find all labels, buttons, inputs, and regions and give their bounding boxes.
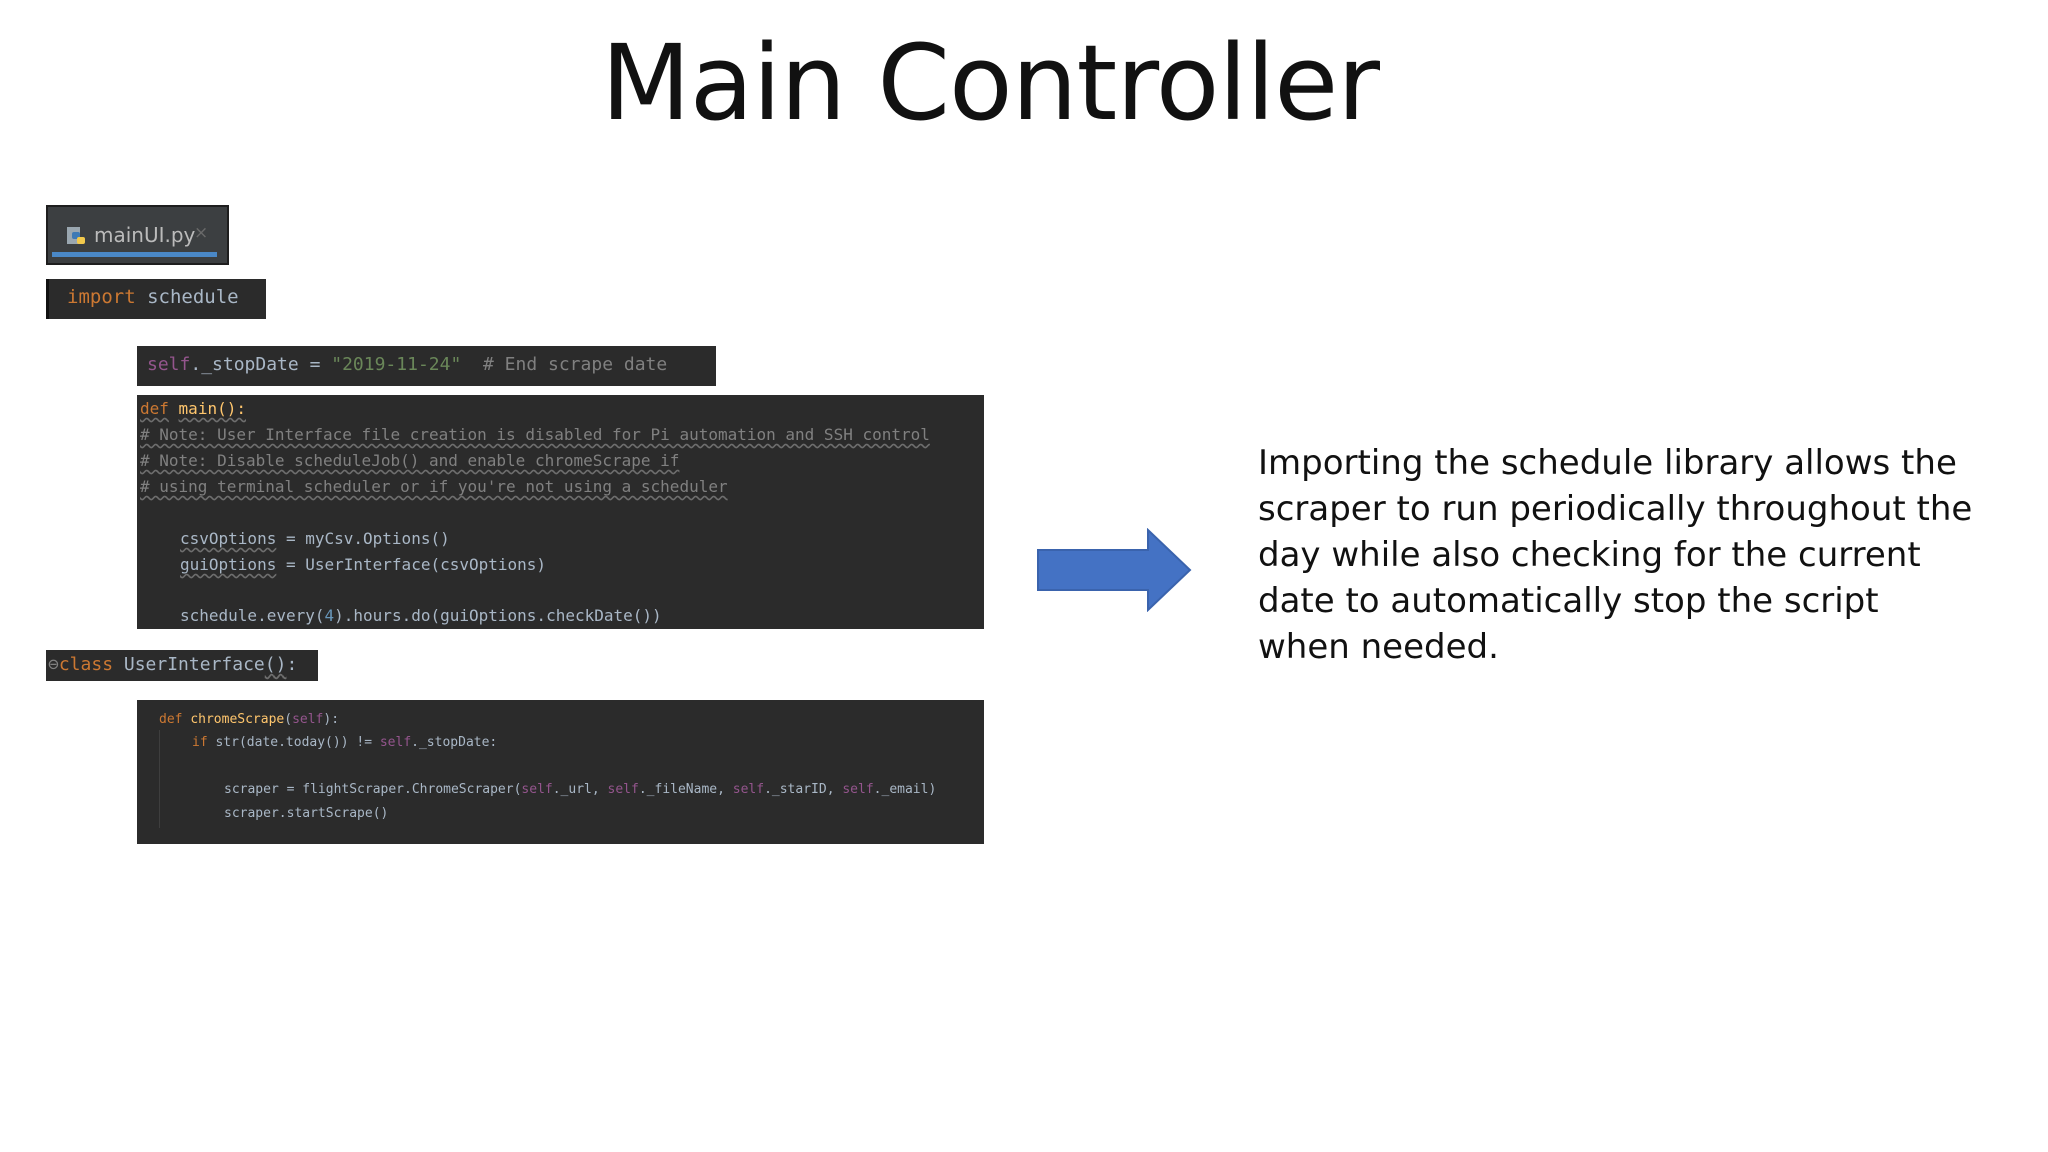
main-function-snippet: def main(): # Note: User Interface file … — [137, 395, 984, 629]
self-4: self — [842, 782, 874, 797]
arg-1: ._url, — [552, 782, 608, 797]
scraper-assign: scraper = flightScraper.ChromeScraper( — [224, 782, 522, 797]
schedule-call-a: schedule.every( — [180, 606, 325, 625]
gui-options-var: guiOptions — [180, 555, 277, 574]
csv-options-var: csvOptions — [180, 529, 277, 548]
comment-line-3: # using terminal scheduler or if you're … — [140, 477, 728, 496]
import-snippet: import schedule — [46, 279, 266, 319]
if-attr: ._stopDate: — [411, 735, 498, 750]
import-module: schedule — [147, 286, 239, 308]
def-keyword: def — [140, 399, 169, 418]
stopdate-attr: ._stopDate = — [190, 354, 332, 375]
slide-title: Main Controller — [601, 22, 1380, 144]
class-snippet: ⊖class UserInterface(): — [46, 650, 318, 681]
chrome-self-param: self — [292, 712, 324, 727]
self-token: self — [147, 354, 191, 375]
schedule-hours-number: 4 — [324, 606, 335, 625]
chrome-close: ): — [323, 712, 340, 727]
class-colon: : — [286, 654, 298, 675]
python-file-icon — [67, 227, 85, 244]
self-1: self — [521, 782, 553, 797]
stopdate-comment: # End scrape date — [482, 354, 668, 375]
class-keyword: class — [58, 654, 114, 675]
stopdate-value: "2019-11-24" — [331, 354, 462, 375]
chrome-open-paren: ( — [284, 712, 293, 727]
self-2: self — [607, 782, 639, 797]
active-tab-indicator — [52, 252, 217, 257]
file-tab[interactable]: mainUI.py × — [46, 205, 229, 265]
right-arrow-icon — [1037, 528, 1192, 612]
description-text: Importing the schedule library allows th… — [1258, 443, 1973, 667]
def-keyword-chrome: def — [159, 712, 183, 727]
import-keyword: import — [67, 286, 136, 308]
comment-line-2: # Note: Disable scheduleJob() and enable… — [140, 451, 680, 470]
file-tab-label: mainUI.py — [94, 223, 196, 247]
arg-4: ._email) — [873, 782, 937, 797]
fold-icon[interactable]: ⊖ — [48, 654, 59, 675]
class-name: UserInterface — [113, 654, 265, 675]
arg-2: ._fileName, — [638, 782, 733, 797]
self-3: self — [732, 782, 765, 797]
arg-3: ._starID, — [764, 782, 843, 797]
main-signature: main(): — [178, 399, 246, 418]
schedule-call-b: ).hours.do(guiOptions.checkDate()) — [334, 606, 662, 625]
csv-options-rhs: = myCsv.Options() — [276, 529, 450, 548]
class-parens: () — [264, 654, 287, 675]
stopdate-snippet: self._stopDate = "2019-11-24" # End scra… — [137, 346, 716, 386]
chrome-scrape-snippet: def chromeScrape(self): if str(date.toda… — [137, 700, 984, 844]
gui-options-rhs: = UserInterface(csvOptions) — [276, 555, 547, 574]
if-keyword: if — [192, 735, 208, 750]
close-icon[interactable]: × — [194, 223, 209, 243]
if-condition: str(date.today()) != — [207, 735, 380, 750]
chrome-fn-name: chromeScrape — [190, 712, 285, 727]
start-scrape-line: scraper.startScrape() — [224, 806, 389, 821]
if-self: self — [379, 735, 412, 750]
comment-line-1: # Note: User Interface file creation is … — [140, 425, 930, 444]
